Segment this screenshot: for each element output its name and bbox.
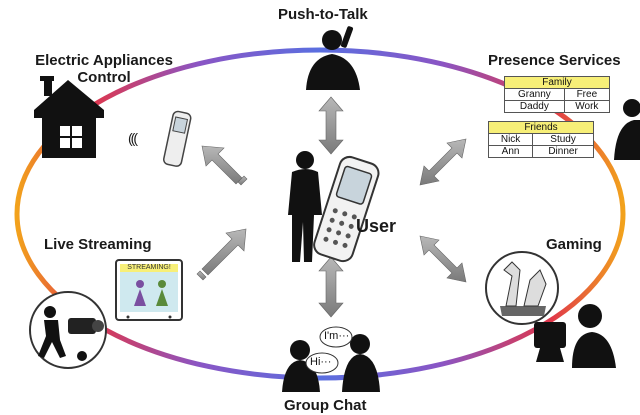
table-row: Daddy Work [504,100,611,113]
house-icon [34,76,104,158]
label-appliances: Electric Appliances Control [20,52,188,86]
user-figure-icon [288,151,322,262]
presence-table-family: Family Granny Free Daddy Work [504,76,611,113]
arrow-to-push-to-talk [318,96,344,155]
service-ring [14,47,626,381]
family-status: Free [563,88,611,101]
chat-bubble-hi-text: Hi··· [310,356,332,368]
table-row: Granny Free [504,88,611,101]
family-title: Family [504,76,610,89]
chess-icon [485,251,559,325]
arrow-to-appliances [201,145,243,185]
label-user: User [356,216,397,236]
friends-name: Nick [487,133,534,146]
label-group-chat: Group Chat [284,397,367,414]
streaming-monitor-icon [115,259,183,321]
label-presence: Presence Services [488,52,621,69]
gamer-figure-icon [534,304,616,368]
label-gaming: Gaming [546,236,602,253]
label-appliances-line2: Control [77,69,131,86]
label-live-streaming: Live Streaming [44,236,152,253]
arrow-to-group-chat [318,256,344,318]
chat-bubble-hi [305,352,339,374]
friends-title: Friends [488,121,594,134]
arrow-stripe-2 [196,270,207,281]
arrow-to-gaming [419,235,467,283]
soccer-camera-icon [29,291,107,369]
chat-bubble-im-text: I'm··· [324,330,350,342]
table-row: Ann Dinner [487,145,594,158]
chat-bubble-im [319,326,353,348]
label-push-to-talk: Push-to-Talk [278,6,368,23]
arrow-stripe-1 [237,175,248,186]
push-to-talk-person-icon [306,26,360,90]
friends-status: Dinner [532,145,594,158]
table-row: Nick Study [487,133,594,146]
presence-table-friends: Friends Nick Study Ann Dinner [487,121,594,158]
arrow-from-streaming [201,228,247,276]
arrow-to-presence [419,138,467,186]
mobile-phone-icon [313,155,380,263]
family-name: Daddy [504,100,565,113]
family-status: Work [563,100,611,113]
appliance-signal-waves: ((( [128,130,138,146]
family-name: Granny [504,88,565,101]
remote-phone-icon [162,110,192,167]
label-appliances-line1: Electric Appliances [35,52,173,69]
friends-name: Ann [487,145,534,158]
streaming-screen-label: STREAMING! [127,264,171,271]
friends-status: Study [532,133,594,146]
presence-person-icon [614,99,640,160]
